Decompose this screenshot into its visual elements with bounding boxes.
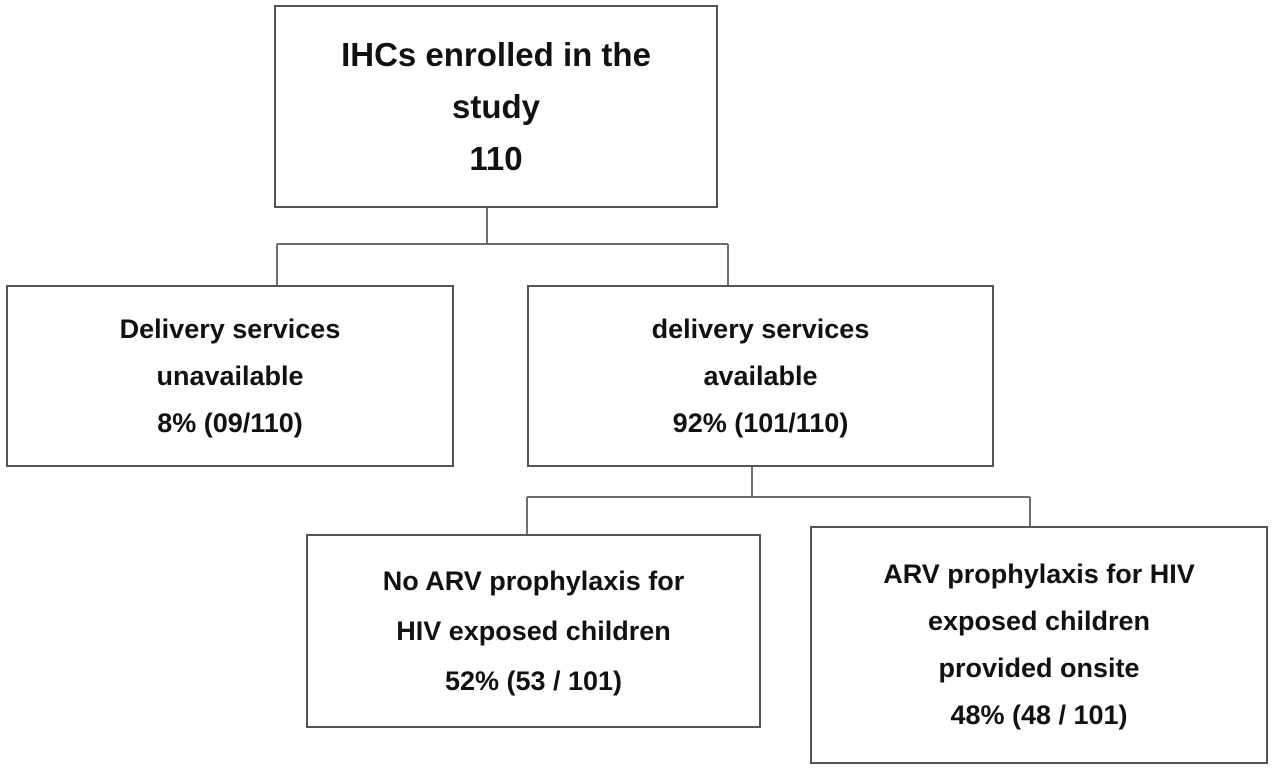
node-no-arv-prophylaxis: No ARV prophylaxis for HIV exposed child… bbox=[306, 534, 761, 728]
node-delivery-available-label-line2: available bbox=[703, 360, 818, 391]
node-delivery-unavailable-value: 8% (09/110) bbox=[157, 407, 303, 438]
node-ihcs-enrolled: IHCs enrolled in the study 110 bbox=[274, 5, 718, 208]
node-arv-prophylaxis-onsite-label-line1: ARV prophylaxis for HIV bbox=[883, 559, 1195, 589]
node-no-arv-prophylaxis-value: 52% (53 / 101) bbox=[444, 666, 623, 696]
node-delivery-available-label-line1: delivery services bbox=[651, 313, 870, 344]
node-ihcs-enrolled-value: 110 bbox=[469, 139, 523, 177]
node-arv-prophylaxis-onsite: ARV prophylaxis for HIV exposed children… bbox=[810, 526, 1268, 764]
node-delivery-unavailable: Delivery services unavailable 8% (09/110… bbox=[6, 285, 454, 467]
node-ihcs-enrolled-label-line1: IHCs enrolled in the bbox=[341, 35, 651, 73]
node-arv-prophylaxis-onsite-value: 48% (48 / 101) bbox=[950, 700, 1128, 730]
node-delivery-available: delivery services available 92% (101/110… bbox=[527, 285, 994, 467]
node-delivery-unavailable-label-line1: Delivery services bbox=[119, 313, 341, 344]
node-ihcs-enrolled-label-line2: study bbox=[451, 87, 540, 125]
node-arv-prophylaxis-onsite-label-line2: exposed children bbox=[927, 606, 1151, 636]
node-no-arv-prophylaxis-label-line1: No ARV prophylaxis for bbox=[382, 566, 685, 596]
node-delivery-available-value: 92% (101/110) bbox=[672, 407, 849, 438]
node-no-arv-prophylaxis-label-line2: HIV exposed children bbox=[396, 616, 671, 646]
node-arv-prophylaxis-onsite-label-line3: provided onsite bbox=[938, 653, 1140, 683]
node-delivery-unavailable-label-line2: unavailable bbox=[156, 360, 304, 391]
